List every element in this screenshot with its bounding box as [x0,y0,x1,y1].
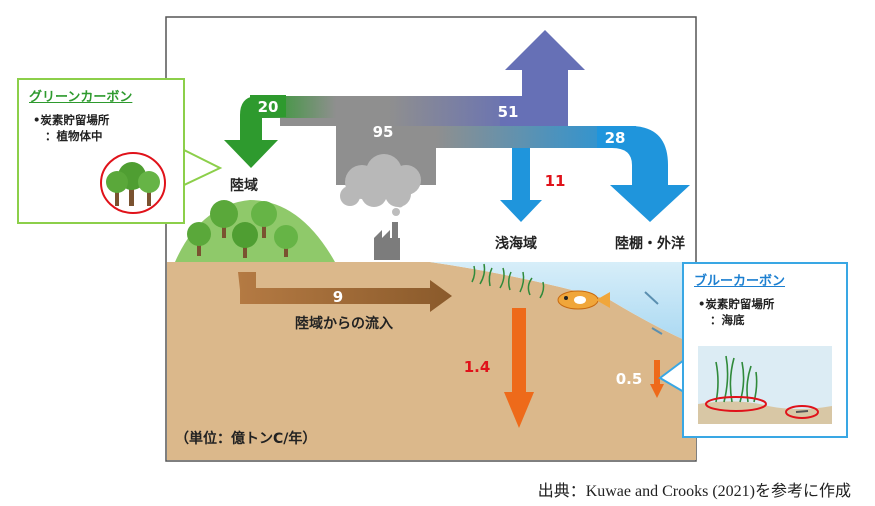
blue-carbon-line2: ：海底 [710,313,745,327]
label-land-inflow: 陸域からの流入 [295,315,393,332]
sea-detail [651,327,663,335]
green-carbon-line2: ：植物体中 [45,129,103,143]
value-sediment-shallow: 1.4 [464,358,491,376]
flow-arrow-land-inflow [238,272,452,312]
value-atmosphere: 51 [498,103,519,121]
seagrass [471,263,545,299]
seabed-illustration [698,346,832,424]
value-total: 95 [373,123,394,141]
sea-detail [644,291,659,305]
flow-arrow-shallow [500,148,542,222]
blue-carbon-line1: •炭素貯留場所 [698,297,775,311]
flow-arrow-sediment-shallow [504,308,534,428]
label-shelf-open: 陸棚・外洋 [615,235,685,252]
value-ocean-total: 28 [605,129,626,147]
value-shallow: 11 [545,172,566,190]
sea-water [430,262,696,345]
green-carbon-line1: •炭素貯留場所 [33,113,110,127]
flow-arrow-sediment-deep [650,360,664,398]
value-land-inflow: 9 [333,288,343,306]
blue-carbon-callout: ブルーカーボン •炭素貯留場所 ：海底 [682,262,848,438]
unit-label: （単位：億トンC/年） [175,430,316,447]
value-green-land: 20 [258,98,279,116]
label-shallow-sea: 浅海域 [495,235,537,252]
flow-band-ocean [436,126,636,148]
emission-cloud [340,154,421,207]
highlight-circle [100,152,166,214]
flow-arrow-shelf [600,126,690,222]
value-box-green [250,95,286,117]
blue-carbon-title: ブルーカーボン [694,274,786,289]
soil-ground [167,262,696,460]
green-carbon-callout: グリーンカーボン •炭素貯留場所 ：植物体中 [17,78,185,224]
value-sediment-deep: 0.5 [616,370,643,388]
green-carbon-title: グリーンカーボン [29,90,133,105]
label-land: 陸域 [230,177,258,194]
source-citation: 出典：Kuwae and Crooks (2021)を参考に作成 [537,483,851,500]
tree-illustration [100,152,166,214]
forest-trees [187,200,298,258]
factory-icon [374,222,400,260]
fish-icon [557,290,610,310]
value-box-ocean [597,126,633,148]
